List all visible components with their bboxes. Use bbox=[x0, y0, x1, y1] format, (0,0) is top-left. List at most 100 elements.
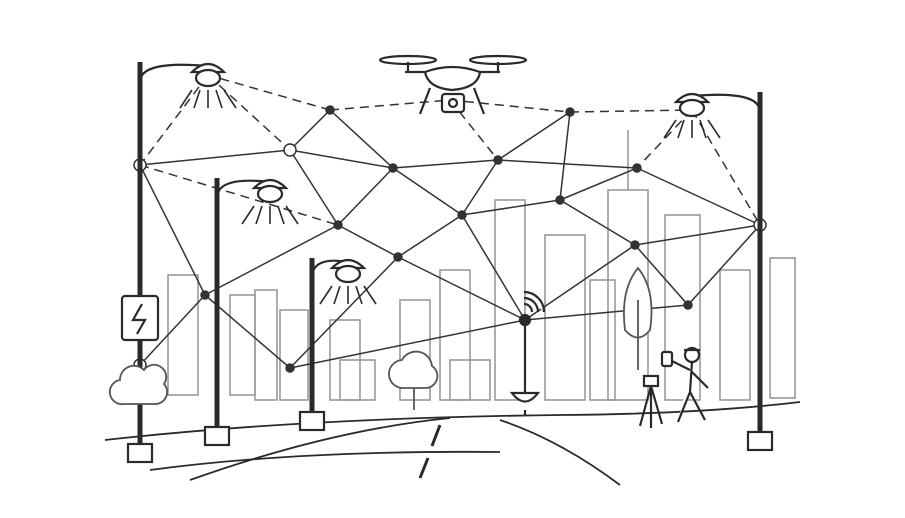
network-link-dashed bbox=[329, 99, 451, 111]
light-ray bbox=[215, 89, 223, 109]
network-node bbox=[630, 240, 640, 250]
building bbox=[399, 299, 431, 401]
lamp-arm bbox=[691, 93, 762, 113]
light-ray bbox=[707, 119, 721, 139]
wifi-sensor-icon bbox=[509, 290, 546, 416]
network-node bbox=[283, 143, 297, 157]
network-link-dashed bbox=[636, 109, 693, 169]
light-ray bbox=[663, 119, 677, 139]
network-link bbox=[524, 304, 689, 321]
drone-icon bbox=[378, 54, 528, 115]
street-lamp-icon bbox=[663, 92, 774, 452]
building bbox=[254, 289, 278, 401]
network-link bbox=[559, 167, 638, 201]
network-node bbox=[285, 363, 295, 373]
network-link bbox=[289, 109, 331, 151]
building bbox=[769, 257, 796, 399]
light-ray bbox=[319, 285, 333, 305]
light-ray bbox=[699, 119, 707, 139]
network-node bbox=[325, 105, 335, 115]
network-link-dashed bbox=[449, 99, 499, 161]
sensor-network bbox=[133, 74, 767, 373]
network-node bbox=[565, 107, 575, 117]
light-ray bbox=[193, 89, 201, 109]
lamp-head bbox=[673, 92, 711, 104]
network-link bbox=[461, 214, 526, 321]
light-ray bbox=[277, 205, 285, 225]
surveyor-icon bbox=[638, 346, 709, 428]
network-link bbox=[392, 167, 463, 216]
light-ray bbox=[677, 119, 685, 139]
network-link-dashed bbox=[569, 109, 693, 113]
network-link bbox=[497, 111, 571, 161]
network-link bbox=[397, 214, 463, 258]
building bbox=[494, 199, 526, 401]
network-link bbox=[337, 224, 399, 258]
network-node bbox=[632, 163, 642, 173]
lamp-arm bbox=[215, 179, 271, 199]
network-node bbox=[333, 220, 343, 230]
light-ray bbox=[255, 205, 263, 225]
light-ray bbox=[285, 205, 299, 225]
camera-icon bbox=[440, 92, 466, 114]
lamp-base bbox=[746, 430, 774, 452]
network-link bbox=[289, 149, 339, 226]
network-link bbox=[289, 149, 394, 169]
light-ray bbox=[179, 89, 193, 109]
tree-icon bbox=[108, 266, 653, 410]
light-ray bbox=[241, 205, 255, 225]
network-link bbox=[139, 294, 206, 366]
tripod-icon bbox=[638, 374, 664, 428]
light-ray bbox=[355, 285, 363, 305]
building bbox=[719, 269, 751, 401]
network-link bbox=[559, 111, 571, 201]
network-link bbox=[139, 149, 291, 166]
network-node bbox=[683, 300, 693, 310]
lamp-head bbox=[251, 178, 289, 190]
lamp-base bbox=[126, 442, 154, 464]
network-link bbox=[204, 224, 339, 296]
building bbox=[229, 294, 256, 396]
building bbox=[167, 274, 199, 396]
lamp-head bbox=[189, 62, 227, 74]
network-link bbox=[634, 224, 761, 246]
network-link bbox=[337, 167, 394, 226]
network-node bbox=[493, 155, 503, 165]
light-ray bbox=[333, 285, 341, 305]
network-link bbox=[461, 199, 561, 216]
light-ray bbox=[223, 89, 237, 109]
lamp-bulb bbox=[256, 184, 284, 204]
building bbox=[279, 309, 309, 401]
building bbox=[589, 279, 616, 401]
network-link-dashed bbox=[207, 74, 331, 111]
building bbox=[339, 359, 376, 401]
light-ray bbox=[363, 285, 377, 305]
building bbox=[449, 359, 491, 401]
lamp-bulb bbox=[678, 98, 706, 118]
network-link-dashed bbox=[449, 99, 571, 113]
lamp-head bbox=[329, 258, 367, 270]
network-link-dashed bbox=[207, 74, 291, 151]
lamp-base bbox=[203, 425, 231, 447]
network-link bbox=[461, 159, 499, 216]
network-link bbox=[636, 167, 761, 226]
network-node bbox=[388, 163, 398, 173]
street-lamp-icon bbox=[203, 178, 299, 447]
network-node bbox=[457, 210, 467, 220]
lamp-bulb bbox=[334, 264, 362, 284]
network-node bbox=[393, 252, 403, 262]
network-link bbox=[392, 159, 499, 169]
network-link bbox=[139, 164, 206, 296]
electric-sign-icon bbox=[120, 294, 160, 342]
lamp-base bbox=[298, 410, 326, 432]
lamp-arm bbox=[138, 63, 209, 83]
network-link bbox=[497, 159, 638, 169]
network-link bbox=[289, 319, 526, 369]
network-link bbox=[634, 244, 689, 306]
network-link bbox=[289, 256, 399, 369]
network-link bbox=[329, 109, 394, 169]
network-node bbox=[555, 195, 565, 205]
network-link-dashed bbox=[139, 74, 209, 166]
building bbox=[664, 214, 701, 401]
